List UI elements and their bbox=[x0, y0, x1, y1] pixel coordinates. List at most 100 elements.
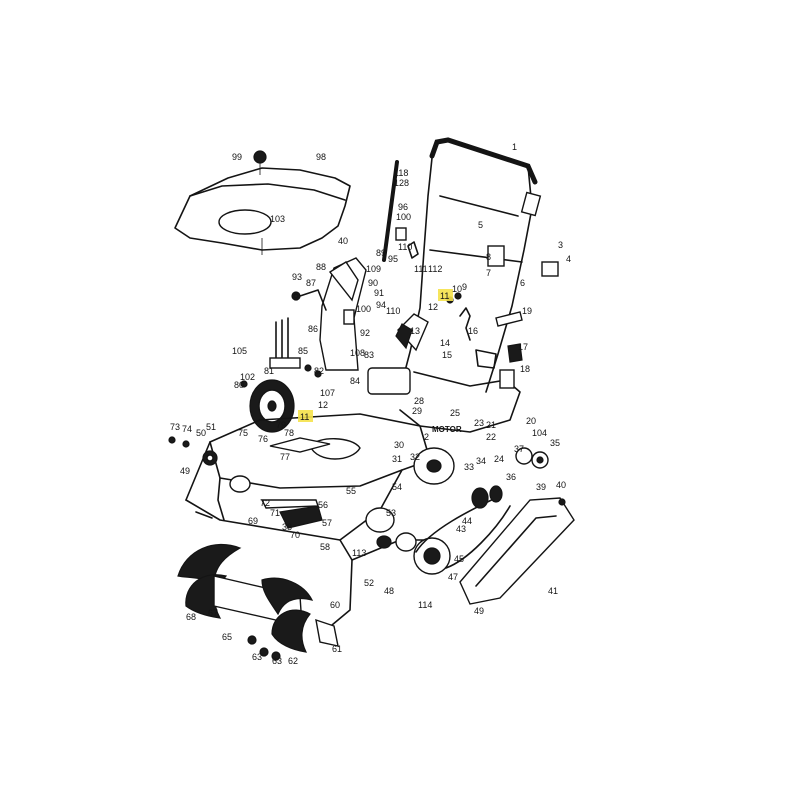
auger-part bbox=[177, 543, 339, 661]
callout-77: 77 bbox=[280, 452, 290, 462]
callout-22: 22 bbox=[486, 432, 496, 442]
callout-8: 8 bbox=[486, 252, 491, 262]
callout-43: 43 bbox=[456, 524, 466, 534]
callout-labels: 1 2 3 4 5 6 7 8 9 10 11 11 12 12 13 14 1… bbox=[170, 142, 571, 666]
callout-1: 1 bbox=[512, 142, 517, 152]
callout-17: 17 bbox=[518, 342, 528, 352]
chute-cover-part bbox=[174, 150, 351, 255]
callout-33: 33 bbox=[464, 462, 474, 472]
callout-93-left: 93 bbox=[292, 272, 302, 282]
callout-3: 3 bbox=[558, 240, 563, 250]
callout-74: 74 bbox=[182, 424, 192, 434]
callout-70: 70 bbox=[290, 530, 300, 540]
callout-88: 88 bbox=[316, 262, 326, 272]
engine-part bbox=[367, 313, 521, 433]
callout-18: 18 bbox=[520, 364, 530, 374]
callout-91: 91 bbox=[374, 288, 384, 298]
callout-49-right: 49 bbox=[474, 606, 484, 616]
callout-60: 60 bbox=[330, 600, 340, 610]
callout-30: 30 bbox=[394, 440, 404, 450]
callout-56: 56 bbox=[318, 500, 328, 510]
callout-98: 98 bbox=[316, 152, 326, 162]
callout-23: 23 bbox=[474, 418, 484, 428]
callout-29: 29 bbox=[412, 406, 422, 416]
callout-53: 53 bbox=[386, 508, 396, 518]
callout-49-left: 49 bbox=[180, 466, 190, 476]
callout-84: 84 bbox=[350, 376, 360, 386]
callout-44: 44 bbox=[462, 516, 472, 526]
callout-13: 13 bbox=[410, 326, 420, 336]
callout-12-lower: 12 bbox=[318, 400, 328, 410]
callout-86: 86 bbox=[308, 324, 318, 334]
callout-92: 92 bbox=[360, 328, 370, 338]
callout-51: 51 bbox=[206, 422, 216, 432]
callout-99: 99 bbox=[232, 152, 242, 162]
callout-105: 105 bbox=[232, 346, 247, 356]
callout-4: 4 bbox=[566, 254, 571, 264]
callout-65: 65 bbox=[222, 632, 232, 642]
callout-100-upper: 100 bbox=[396, 212, 411, 222]
callout-80: 80 bbox=[234, 380, 244, 390]
callout-118: 118 bbox=[394, 168, 408, 178]
callout-35: 35 bbox=[550, 438, 560, 448]
callout-38: 38 bbox=[282, 522, 292, 532]
callout-62: 62 bbox=[288, 656, 298, 666]
callout-58: 58 bbox=[320, 542, 330, 552]
callout-21: 21 bbox=[486, 420, 496, 430]
callout-11-lower: 11 bbox=[300, 412, 309, 422]
callout-94: 94 bbox=[376, 300, 386, 310]
callout-2: 2 bbox=[424, 432, 429, 442]
callout-15: 15 bbox=[442, 350, 452, 360]
drive-belt-and-pulleys-part bbox=[365, 447, 575, 605]
callout-40-upper: 40 bbox=[338, 236, 348, 246]
wheel-part bbox=[240, 379, 295, 433]
callout-54: 54 bbox=[392, 482, 402, 492]
callout-73: 73 bbox=[170, 422, 180, 432]
callout-20: 20 bbox=[526, 416, 536, 426]
callout-50: 50 bbox=[196, 428, 206, 438]
callout-111: 111 bbox=[414, 264, 428, 274]
highlight-part-11-upper bbox=[438, 289, 453, 301]
callout-63-left: 63 bbox=[252, 652, 262, 662]
callout-7: 7 bbox=[486, 268, 491, 278]
callout-5: 5 bbox=[478, 220, 483, 230]
callout-36: 36 bbox=[506, 472, 516, 482]
callout-14: 14 bbox=[440, 338, 450, 348]
callout-63-right: 63 bbox=[272, 656, 282, 666]
callout-95: 95 bbox=[388, 254, 398, 264]
chute-crank-rods-part bbox=[269, 317, 322, 378]
callout-52: 52 bbox=[364, 578, 374, 588]
callout-47: 47 bbox=[448, 572, 458, 582]
callout-112: 112 bbox=[428, 264, 442, 274]
callout-61: 61 bbox=[332, 644, 342, 654]
callout-82: 82 bbox=[314, 366, 324, 376]
callout-110-lower: 110 bbox=[386, 306, 400, 316]
callout-12-upper: 12 bbox=[428, 302, 438, 312]
callout-25: 25 bbox=[450, 408, 460, 418]
callout-11-upper: 11 bbox=[440, 291, 449, 301]
callout-79: 79 bbox=[276, 420, 286, 430]
callout-100-lower: 100 bbox=[356, 304, 371, 314]
callout-72: 72 bbox=[260, 498, 270, 508]
callout-55: 55 bbox=[346, 486, 356, 496]
callout-28: 28 bbox=[414, 396, 424, 406]
callout-16: 16 bbox=[468, 326, 478, 336]
callout-102: 102 bbox=[240, 372, 255, 382]
callout-90: 90 bbox=[368, 278, 378, 288]
callout-6: 6 bbox=[520, 278, 525, 288]
callout-78: 78 bbox=[284, 428, 294, 438]
callout-67: 67 bbox=[208, 608, 218, 618]
callout-19: 19 bbox=[522, 306, 532, 316]
callout-40-lower: 40 bbox=[556, 480, 566, 490]
misc-hardware-part bbox=[168, 227, 566, 506]
callout-103: 103 bbox=[270, 214, 285, 224]
callout-41: 41 bbox=[548, 586, 558, 596]
callout-109: 109 bbox=[366, 264, 381, 274]
callout-76: 76 bbox=[258, 434, 268, 444]
callout-113: 113 bbox=[352, 548, 366, 558]
callout-96: 96 bbox=[398, 202, 408, 212]
callout-37: 37 bbox=[514, 444, 524, 454]
callout-48: 48 bbox=[384, 586, 394, 596]
callout-85: 85 bbox=[298, 346, 308, 356]
